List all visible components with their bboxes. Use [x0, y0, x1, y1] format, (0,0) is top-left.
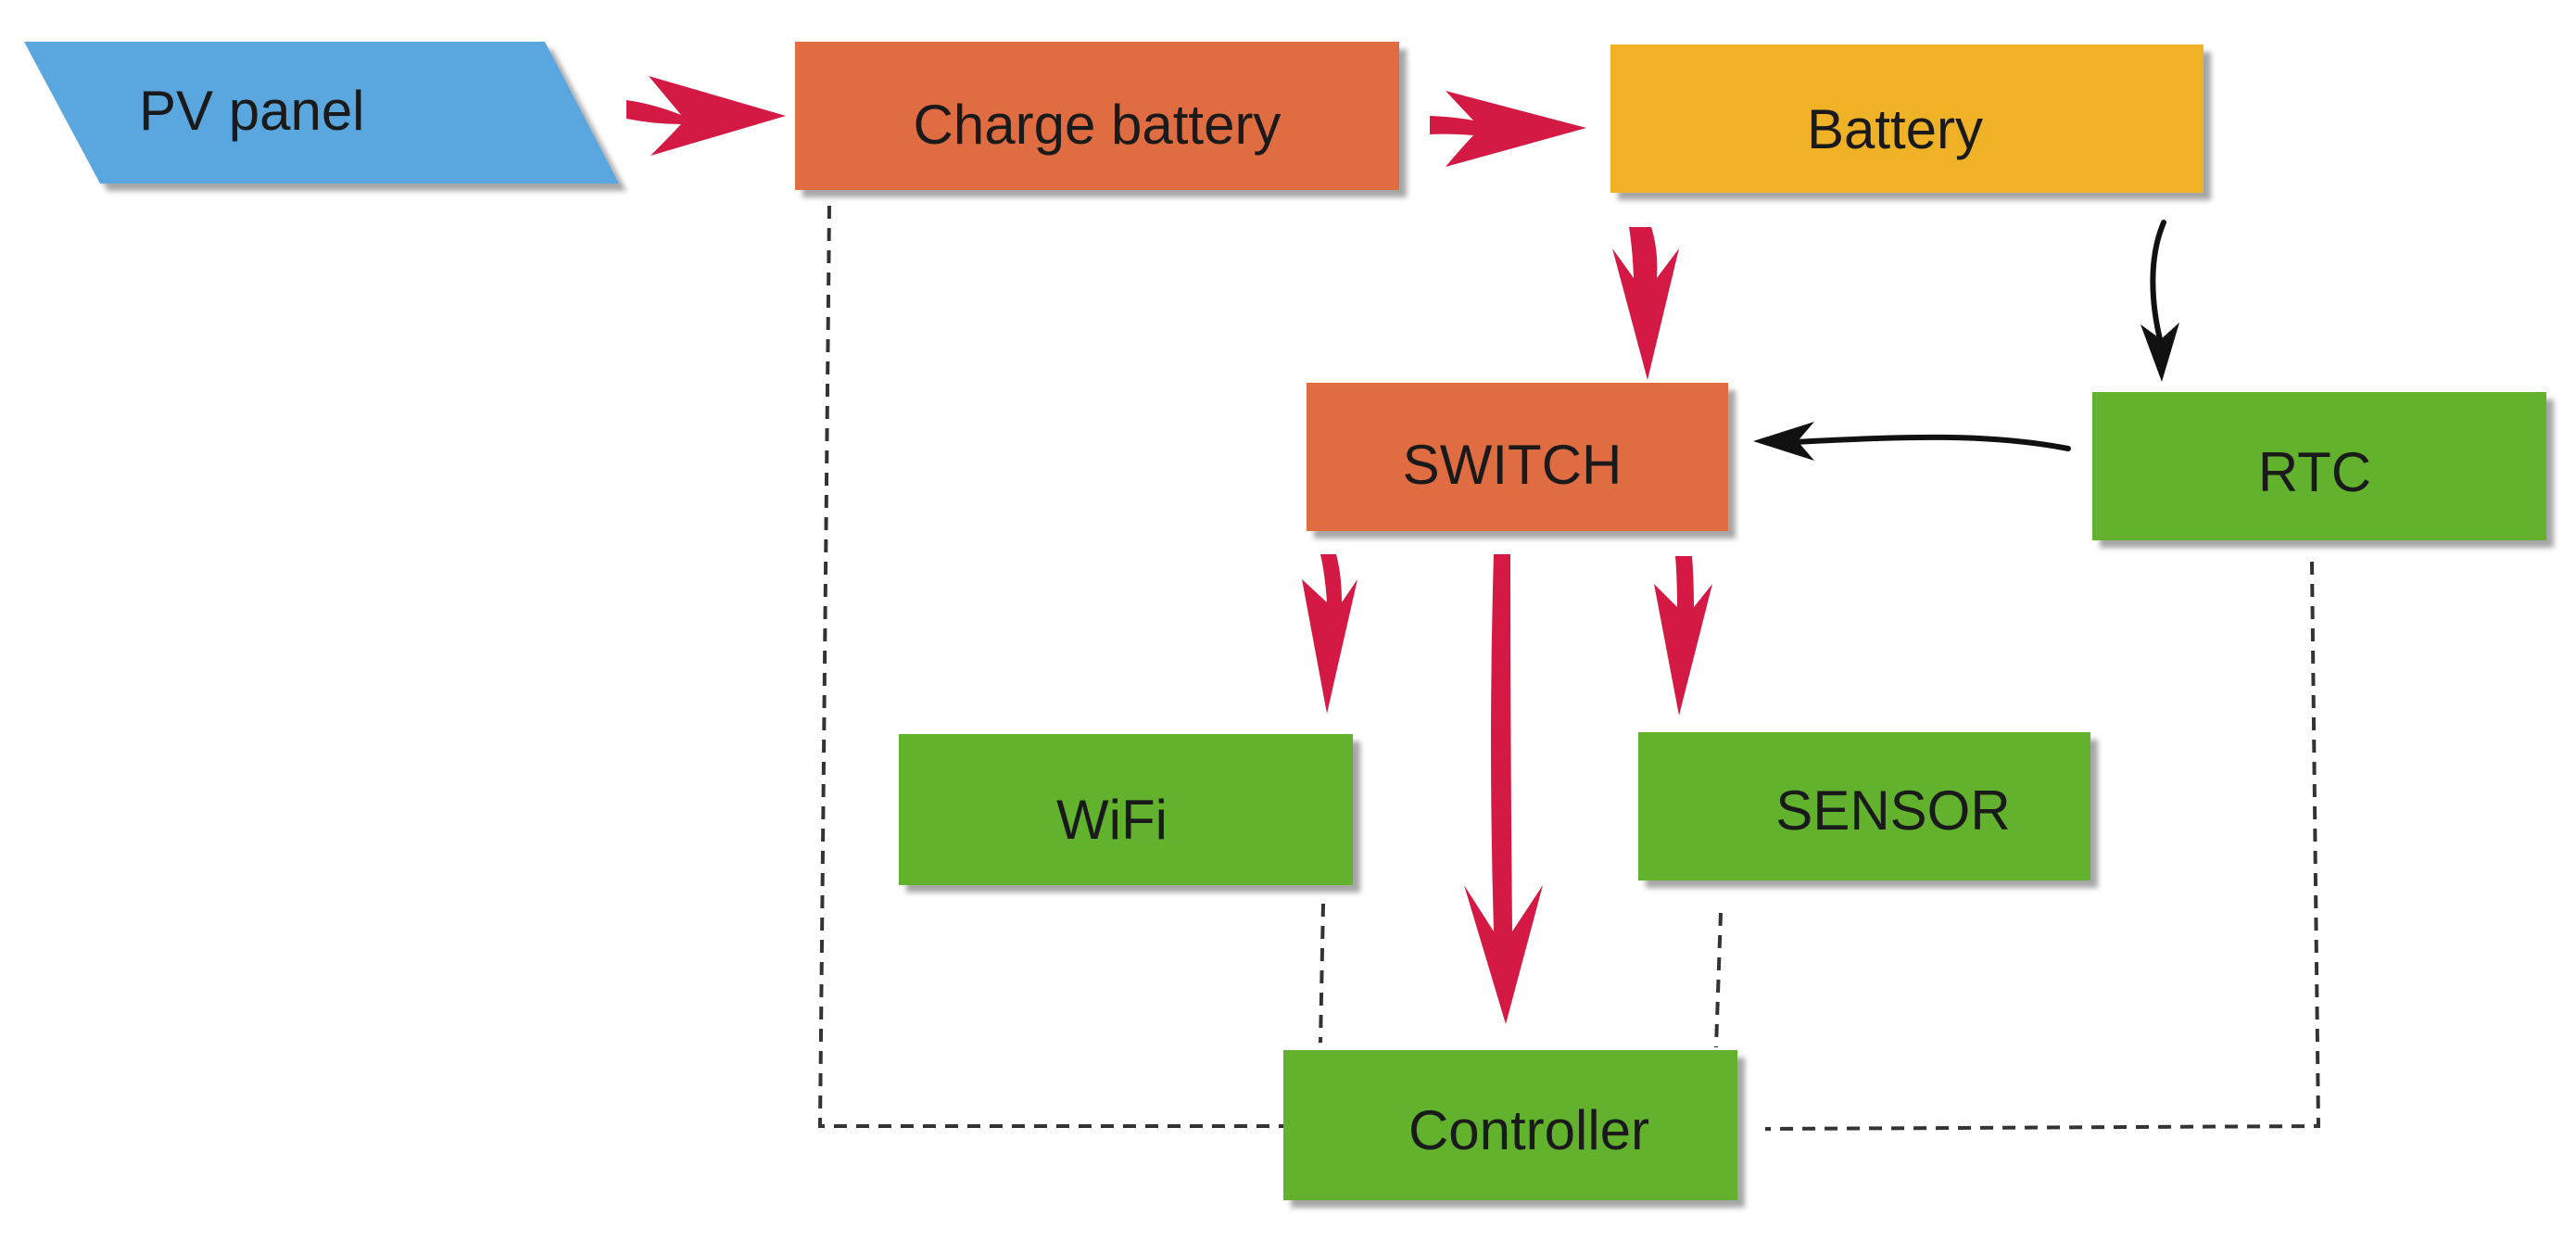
battery-box	[1610, 44, 2203, 193]
controller-box	[1283, 1050, 1737, 1200]
signal-arrow-rtc-switch-head	[1753, 422, 1814, 461]
signal-arrow-battery-rtc-head	[2140, 323, 2179, 382]
dashed-link-sensor-controller	[1714, 912, 1723, 1048]
node-rtc[interactable]: RTC	[2092, 392, 2546, 540]
signal-arrow-rtc-switch-shaft	[1790, 434, 2071, 451]
sensor-box	[1638, 732, 2090, 880]
sensor-label: SENSOR	[1775, 779, 2010, 842]
dashed-link-rtc-controller	[1764, 561, 2321, 1131]
signal-arrow-battery-rtc-shaft	[2150, 220, 2166, 346]
power-arrow-pv-charge	[626, 76, 786, 156]
wifi-label: WiFi	[1056, 789, 1168, 851]
wifi-box	[899, 734, 1353, 885]
power-arrow-switch-controller	[1464, 554, 1543, 1024]
pv-panel-label: PV panel	[139, 80, 365, 142]
power-arrow-charge-battery	[1430, 91, 1586, 167]
power-arrow-switch-sensor	[1654, 556, 1712, 716]
node-pv-panel[interactable]: PV panel	[24, 42, 619, 184]
node-sensor[interactable]: SENSOR	[1638, 732, 2090, 880]
rtc-box	[2092, 392, 2546, 540]
signal-arrows	[1753, 220, 2179, 461]
dashed-link-charge-battery-controller	[817, 205, 1283, 1128]
controller-label: Controller	[1408, 1099, 1649, 1161]
node-charge-battery[interactable]: Charge battery	[795, 42, 1399, 190]
switch-label: SWITCH	[1403, 434, 1623, 496]
node-controller[interactable]: Controller	[1283, 1050, 1737, 1200]
dashed-link-wifi-controller	[1319, 903, 1325, 1044]
power-arrows	[626, 76, 1712, 1024]
node-wifi[interactable]: WiFi	[899, 734, 1353, 885]
pv-panel-shape	[24, 42, 619, 184]
charge-battery-box	[795, 42, 1399, 190]
switch-box	[1307, 383, 1728, 531]
dashed-connectors	[817, 205, 2321, 1131]
battery-label: Battery	[1807, 98, 1983, 160]
power-arrow-switch-wifi	[1302, 554, 1357, 714]
node-battery[interactable]: Battery	[1610, 44, 2203, 193]
charge-battery-label: Charge battery	[914, 94, 1282, 156]
power-arrow-battery-switch	[1612, 227, 1679, 380]
rtc-label: RTC	[2258, 441, 2371, 503]
node-switch[interactable]: SWITCH	[1307, 383, 1728, 531]
